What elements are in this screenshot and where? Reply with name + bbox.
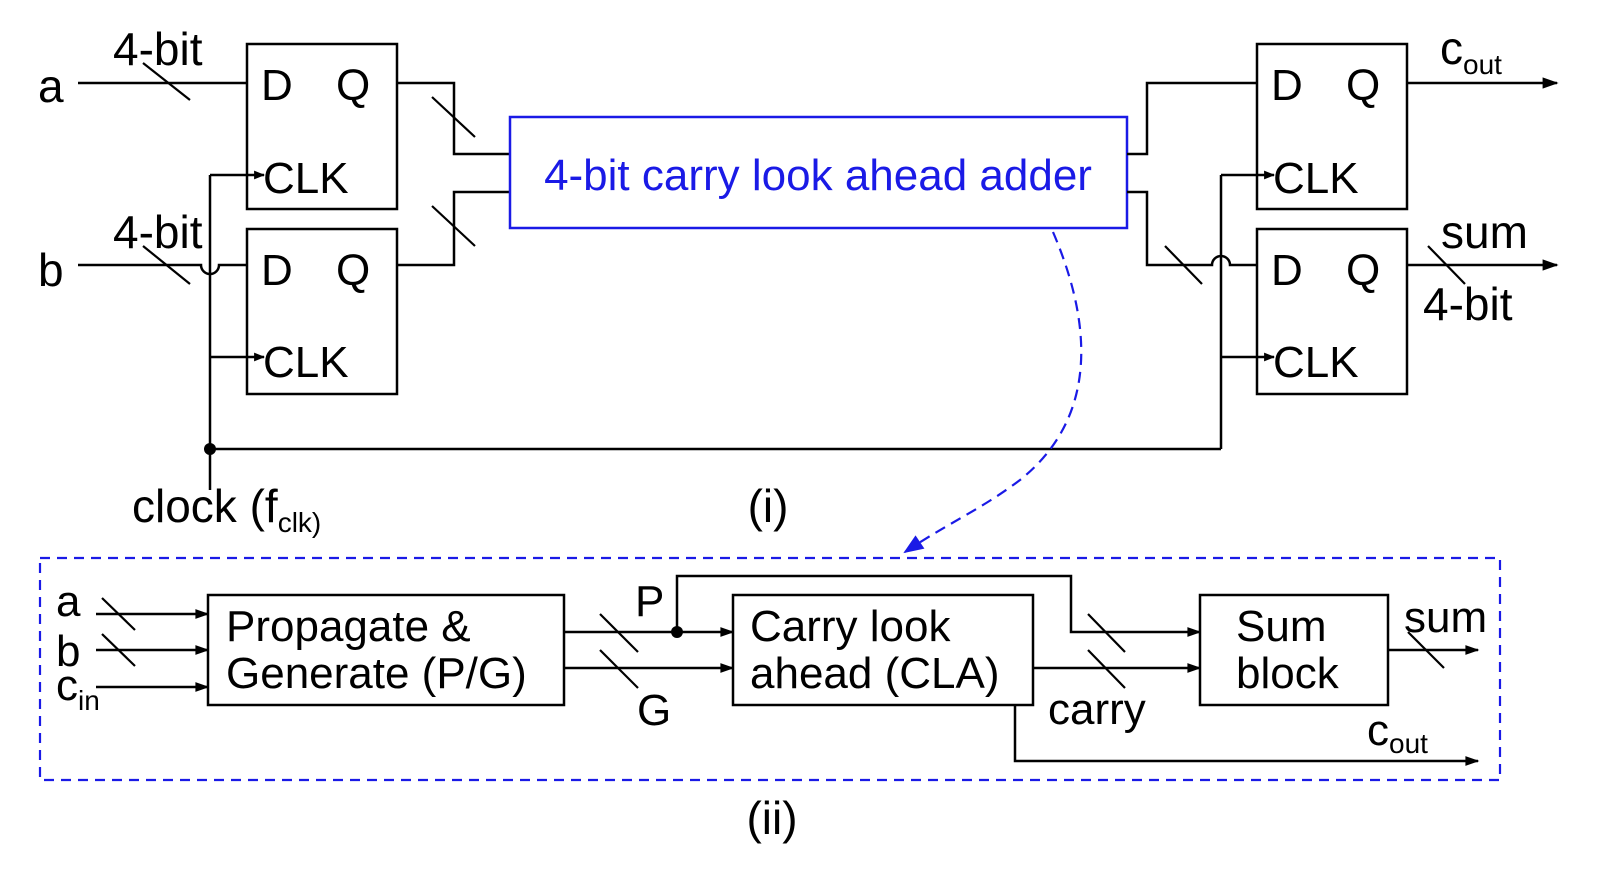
sum-bus-label: 4-bit [1423, 278, 1513, 330]
bus-slash-qa [431, 96, 476, 138]
input-b-wire [78, 263, 247, 276]
cout-output-label: cout [1440, 22, 1502, 80]
g-slash [599, 649, 639, 689]
zoom-arrow [903, 231, 1083, 554]
sum-box [1198, 593, 1390, 707]
sum-block-line2: block [1236, 649, 1340, 698]
detail-slash-a [101, 597, 136, 631]
sum-block: Sum block [1198, 593, 1390, 707]
pg-label-line1: Propagate & [226, 602, 471, 651]
ff-cout-q-label: Q [1346, 61, 1380, 110]
ff-b-clk-label: CLK [263, 338, 349, 387]
ff-cout-d-label: D [1271, 61, 1303, 110]
cla-adder-label: 4-bit carry look ahead adder [544, 151, 1092, 200]
sum-output-label: sum [1441, 206, 1528, 258]
clock-junction-dot [204, 443, 216, 455]
carry-slash [1087, 649, 1126, 689]
caption-i: (i) [748, 480, 789, 532]
propagate-generate-block: Propagate & Generate (P/G) [206, 593, 566, 707]
input-a-label: a [38, 60, 64, 112]
caption-ii: (ii) [746, 792, 797, 844]
ff-sum-d-label: D [1271, 246, 1303, 295]
ff-b-d-label: D [261, 246, 293, 295]
pg-box [206, 593, 566, 707]
cla-label-line2: ahead (CLA) [750, 649, 999, 698]
clock-label: clock (fclk) [132, 480, 321, 538]
detail-sum-output-label: sum [1404, 593, 1487, 642]
flip-flop-cout-box [1255, 42, 1409, 211]
flip-flop-sum: D Q CLK [1255, 227, 1409, 396]
detail-cout-wire [1013, 705, 1480, 766]
p-slash [599, 613, 639, 653]
adder-cout-wire [1127, 81, 1257, 156]
p-label: P [635, 577, 664, 626]
ff-b-q-label: Q [336, 246, 370, 295]
detail-slash-b [101, 633, 136, 667]
bus-slash-qb [431, 205, 476, 247]
bottom-circuit: a b cin Propagate & Generate (P/G) P G C… [38, 556, 1502, 844]
flip-flop-a-box [245, 42, 399, 211]
p-bypass-wire [675, 574, 1202, 637]
top-circuit: a 4-bit b 4-bit D Q CLK D Q CLK [38, 22, 1559, 554]
g-label: G [637, 686, 671, 735]
ff-cout-clk-label: CLK [1273, 154, 1359, 203]
flip-flop-cout: D Q CLK [1255, 42, 1409, 211]
detail-dashed-frame [38, 556, 1502, 782]
cla-box [731, 593, 1035, 707]
detail-input-a-label: a [56, 577, 81, 626]
sum-block-line1: Sum [1236, 602, 1326, 651]
input-b-label: b [38, 244, 64, 296]
detail-cin-label: cin [56, 661, 100, 716]
cla-label-line1: Carry look [750, 602, 951, 651]
ff-sum-clk-label: CLK [1273, 338, 1359, 387]
detail-sum-slash [1407, 631, 1445, 669]
bus-slash-a [142, 62, 191, 101]
carry-label: carry [1048, 685, 1146, 734]
ff-sum-q-label: Q [1346, 246, 1380, 295]
cla-adder-block: 4-bit carry look ahead adder [508, 115, 1129, 230]
p-bypass-slash [1087, 613, 1126, 653]
ff-a-q-label: Q [336, 61, 370, 110]
bus-slash-sum-in [1164, 245, 1203, 285]
flip-flop-b-box [245, 227, 399, 396]
cla-block: Carry look ahead (CLA) [731, 593, 1035, 707]
bus-label-a: 4-bit [113, 23, 203, 75]
bus-label-b: 4-bit [113, 206, 203, 258]
ff-b-q-to-adder-wire [397, 190, 510, 267]
flip-flop-sum-box [1255, 227, 1409, 396]
ff-a-clk-label: CLK [263, 154, 349, 203]
detail-cout-label: cout [1367, 706, 1428, 759]
flip-flop-b: D Q CLK [245, 227, 399, 396]
ff-a-d-label: D [261, 61, 293, 110]
adder-sum-wire [1127, 190, 1257, 267]
cla-adder-box [508, 115, 1129, 230]
pg-label-line2: Generate (P/G) [226, 649, 527, 698]
detail-input-b-label: b [56, 627, 80, 676]
flip-flop-a: D Q CLK [245, 42, 399, 211]
bus-slash-sum-out [1427, 245, 1466, 285]
bus-slash-b [142, 245, 191, 285]
